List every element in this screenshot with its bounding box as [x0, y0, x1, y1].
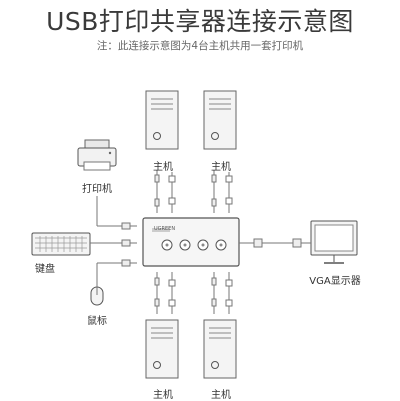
label-host-top-left: 主机 — [153, 162, 173, 173]
cable-top-left — [154, 170, 176, 213]
label-keyboard: 键盘 — [35, 264, 55, 275]
label-host-bottom-left: 主机 — [153, 390, 173, 401]
label-host-top-right: 主机 — [211, 162, 231, 173]
keyboard-icon — [31, 232, 91, 256]
diagram-note: 注：此连接示意图为4台主机共用一套打印机 — [96, 40, 304, 52]
device-brand: UGREEN — [154, 226, 175, 232]
printer-icon — [77, 139, 117, 171]
cable-printer — [96, 196, 137, 230]
cable-mouse — [96, 259, 137, 287]
host-top-right-icon — [203, 90, 237, 150]
cable-monitor — [239, 238, 311, 248]
cable-bottom-left — [154, 272, 176, 314]
monitor-icon — [310, 220, 358, 264]
label-printer: 打印机 — [82, 184, 112, 195]
cable-top-right — [211, 170, 233, 213]
cable-keyboard — [90, 239, 137, 247]
cable-bottom-right — [211, 272, 233, 314]
host-bottom-left-icon — [145, 319, 179, 379]
host-top-left-icon — [145, 90, 179, 150]
mouse-icon — [90, 286, 104, 306]
label-monitor: VGA显示器 — [309, 276, 361, 287]
label-host-bottom-right: 主机 — [211, 390, 231, 401]
usb-sharer-device — [142, 217, 240, 267]
label-mouse: 鼠标 — [87, 316, 107, 327]
host-bottom-right-icon — [203, 319, 237, 379]
diagram-title: USB打印共享器连接示意图 — [46, 7, 354, 36]
